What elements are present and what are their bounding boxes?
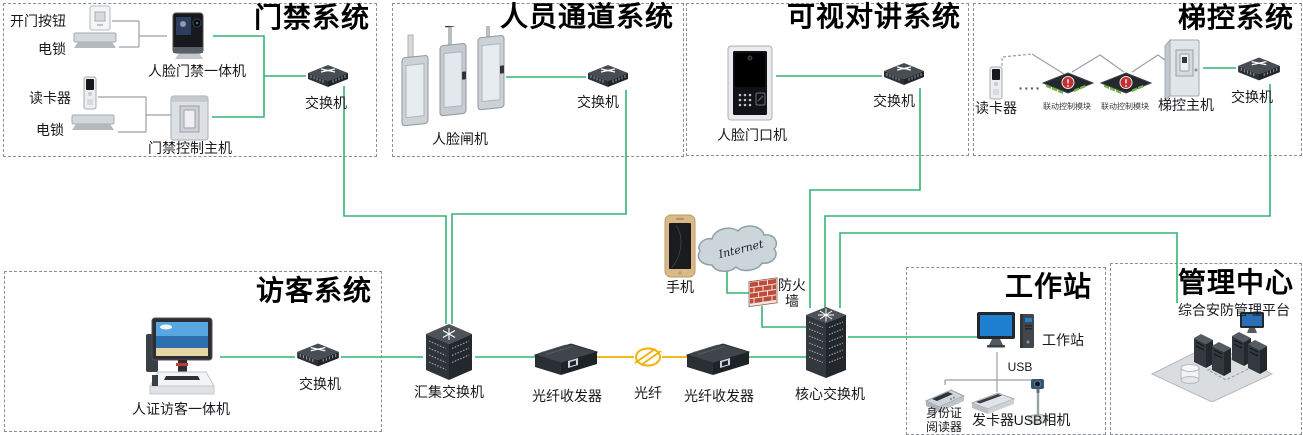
exit-button-icon [88,5,112,31]
management-platform-icon [1150,310,1274,403]
aggregation-switch-label: 汇集交换机 [414,384,484,400]
usb-label: USB [1007,360,1033,374]
management-platform-label: 综合安防管理平台 [1178,302,1290,318]
face-door-station-icon [724,44,776,122]
face-access-terminal-icon [165,11,213,61]
aggregation-switch-icon [423,322,475,382]
link-access-switch-to-aggregation [343,86,447,324]
visitor-kiosk-label: 人证访客一体机 [132,401,230,417]
linkage-module-left-icon [1041,68,1095,100]
link-button-lock-to-face-terminal [112,20,167,48]
elevator-more-modules-ellipsis: ···· [1018,80,1042,96]
access-system-title: 门禁系统 [253,2,370,33]
intercom-system-box [686,3,969,156]
elevator-host-label: 梯控主机 [1158,97,1214,113]
linkage-module-right-label: 联动控制模块 [1101,102,1149,111]
card-issuer-icon [970,390,1016,416]
link-cloud-to-firewall [726,270,749,294]
intercom-system-title: 可视对讲系统 [786,1,961,32]
elevator-switch-label: 交换机 [1231,89,1273,105]
workstation-pc-icon [977,312,1035,356]
fiber-coil-icon [632,345,664,369]
elevator-system-title: 梯控系统 [1177,2,1294,33]
access-controller-label: 门禁控制主机 [148,140,232,156]
phone-label: 手机 [666,279,694,295]
firewall-icon [747,274,779,308]
management-center-title: 管理中心 [1177,267,1294,298]
link-elevator-switch-to-core [824,84,1271,308]
visitor-kiosk-icon [136,316,224,404]
link-core-to-management-platform [839,232,1178,308]
visitor-system-title: 访客系统 [255,275,372,306]
channel-system-title: 人员通道系统 [499,1,674,32]
visitor-switch-icon [293,340,343,372]
visitor-switch-label: 交换机 [299,376,341,392]
intercom-switch-label: 交换机 [873,93,915,109]
magnetic-lock-top-label: 电锁 [38,41,66,57]
workstation-pc-label: 工作站 [1042,332,1084,348]
face-turnstile-label: 人脸闸机 [432,131,488,147]
intercom-switch-icon [880,60,928,90]
fiber-transceiver-right-icon [685,341,751,377]
channel-system-box [392,3,684,157]
elevator-card-reader-label: 读卡器 [975,100,1017,116]
elevator-system-box [973,3,1302,156]
elevator-switch-icon [1234,54,1284,86]
card-reader-icon [82,76,98,110]
linkage-module-right-icon [1099,68,1153,100]
link-firewall-to-core [761,306,806,328]
linkage-module-left-label: 联动控制模块 [1043,102,1091,111]
access-system-box [3,3,377,157]
elevator-card-reader-icon [988,66,1004,100]
face-turnstile-icon [396,8,512,132]
id-card-reader-icon [924,382,966,414]
face-access-terminal-label: 人脸门禁一体机 [148,63,246,79]
usb-camera-label: USB相机 [1013,412,1071,428]
core-switch-icon [804,306,848,380]
channel-switch-label: 交换机 [577,94,619,110]
link-intercom-switch-to-core [809,88,921,308]
internet-cloud-icon: Internet [692,221,780,277]
visitor-system-box [4,271,382,432]
face-door-station-label: 人脸门口机 [717,127,787,143]
magnetic-lock-top-icon [72,31,118,51]
fiber-label: 光纤 [634,385,662,401]
usb-camera-icon [1026,378,1050,426]
access-controller-icon [169,93,211,143]
fiber-transceiver-left-label: 光纤收发器 [532,388,602,404]
fiber-transceiver-right-label: 光纤收发器 [684,388,754,404]
card-issuer-label: 发卡器 [972,412,1014,428]
firewall-label: 防火墙 [778,277,806,310]
id-card-reader-label: 身份证阅读器 [925,406,962,434]
magnetic-lock-bottom-label: 电锁 [36,122,64,138]
elevator-host-icon [1163,38,1205,103]
access-switch-icon [304,62,352,92]
exit-button-label: 开门按钮 [10,13,66,29]
access-switch-label: 交换机 [305,95,347,111]
card-reader-label: 读卡器 [29,90,71,106]
workstation-title: 工作站 [1004,271,1092,302]
magnetic-lock-bottom-icon [70,113,116,133]
mobile-phone-icon [663,214,697,278]
link-channel-switch-to-aggregation [451,90,627,324]
link-reader-lock-to-controller [98,96,171,133]
link-elev-reader-to-module [1001,53,1033,66]
channel-switch-icon [584,62,632,92]
link-elev-modules-to-host [1031,53,1166,75]
link-usb-peripherals-bus [944,352,1038,392]
core-switch-label: 核心交换机 [795,386,865,402]
fiber-transceiver-left-icon [533,341,599,377]
